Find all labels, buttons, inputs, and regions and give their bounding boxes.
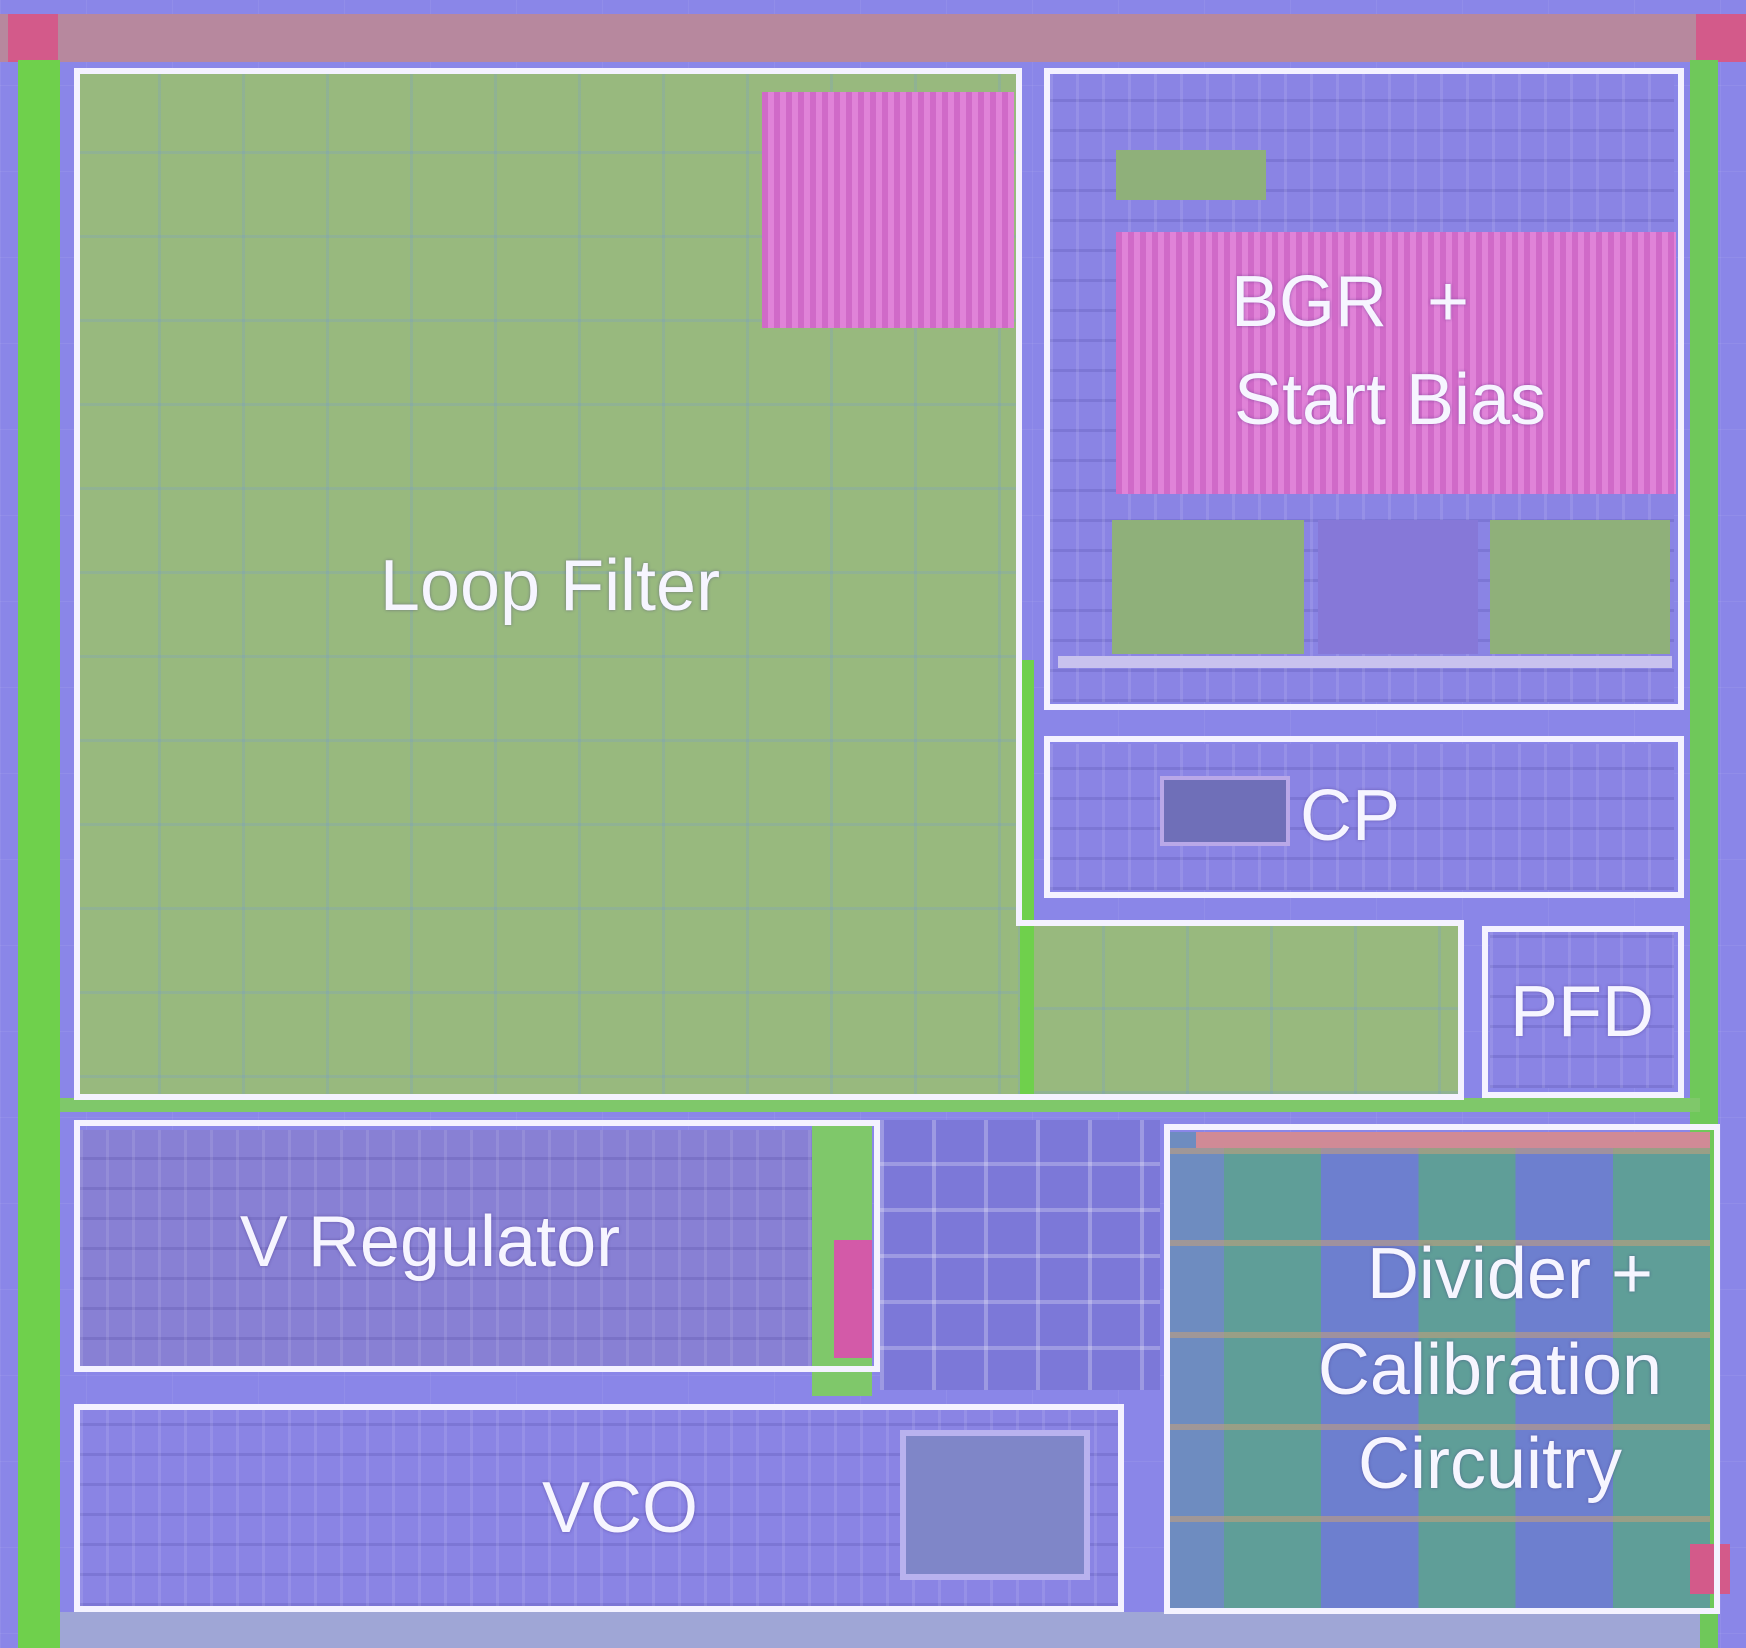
loop-filter-extension xyxy=(1018,926,1462,1096)
top-rail-right-pad xyxy=(1696,14,1746,62)
mid-horizontal-strap xyxy=(60,1098,1700,1112)
cp-region xyxy=(1050,744,1674,890)
bgr-outline xyxy=(1044,68,1684,710)
divider-label-line2: Calibration xyxy=(1317,1330,1663,1410)
bgr-lower-center xyxy=(1318,520,1478,654)
pfd-outline xyxy=(1482,926,1684,1098)
cp-outline xyxy=(1044,736,1684,898)
vco-inductor-area xyxy=(900,1430,1090,1580)
bgr-lower-green-right xyxy=(1490,520,1670,654)
top-power-rail xyxy=(0,14,1746,62)
divider-outline xyxy=(1164,1124,1720,1614)
bgr-bottom-strap xyxy=(1058,656,1672,668)
pfd-region xyxy=(1490,932,1674,1088)
bgr-label-line1: BGR + xyxy=(1230,262,1470,342)
bgr-top-green-pad xyxy=(1116,150,1266,200)
v-regulator-label: V Regulator xyxy=(239,1202,621,1282)
divider-top-strap xyxy=(1196,1132,1710,1148)
cp-label: CP xyxy=(1299,776,1401,856)
v-regulator-region xyxy=(80,1130,870,1370)
bottom-power-rail xyxy=(60,1612,1700,1648)
vco-label: VCO xyxy=(541,1468,699,1548)
bgr-resistor-array xyxy=(1116,232,1676,494)
loop-filter-capacitor xyxy=(762,92,1014,328)
bgr-lower-green-left xyxy=(1112,520,1304,654)
loop-filter-outline-step xyxy=(1016,920,1464,926)
v-regulator-outline xyxy=(74,1120,880,1372)
loop-filter-outline-hide xyxy=(80,920,1022,928)
center-digital-grid xyxy=(880,1120,1160,1390)
v-regulator-pink-resistor xyxy=(834,1240,872,1358)
divider-label-line1: Divider + xyxy=(1366,1234,1654,1314)
loop-filter-label: Loop Filter xyxy=(379,546,721,626)
divider-label-line3: Circuitry xyxy=(1358,1424,1622,1504)
cp-inner-device xyxy=(1160,776,1290,846)
top-rail-left-pad xyxy=(8,14,58,62)
bgr-label-line2: Start Bias xyxy=(1233,360,1547,440)
left-power-rail xyxy=(18,60,60,1648)
divider-right-pad xyxy=(1690,1544,1730,1594)
vco-outline xyxy=(74,1404,1124,1612)
loop-filter-outline-bottom xyxy=(74,920,1464,1100)
loop-filter-outline-top xyxy=(74,68,1022,926)
pfd-label: PFD xyxy=(1510,972,1654,1052)
divider-region xyxy=(1170,1132,1710,1608)
loop-filter-vertical-strap xyxy=(1020,660,1034,1106)
